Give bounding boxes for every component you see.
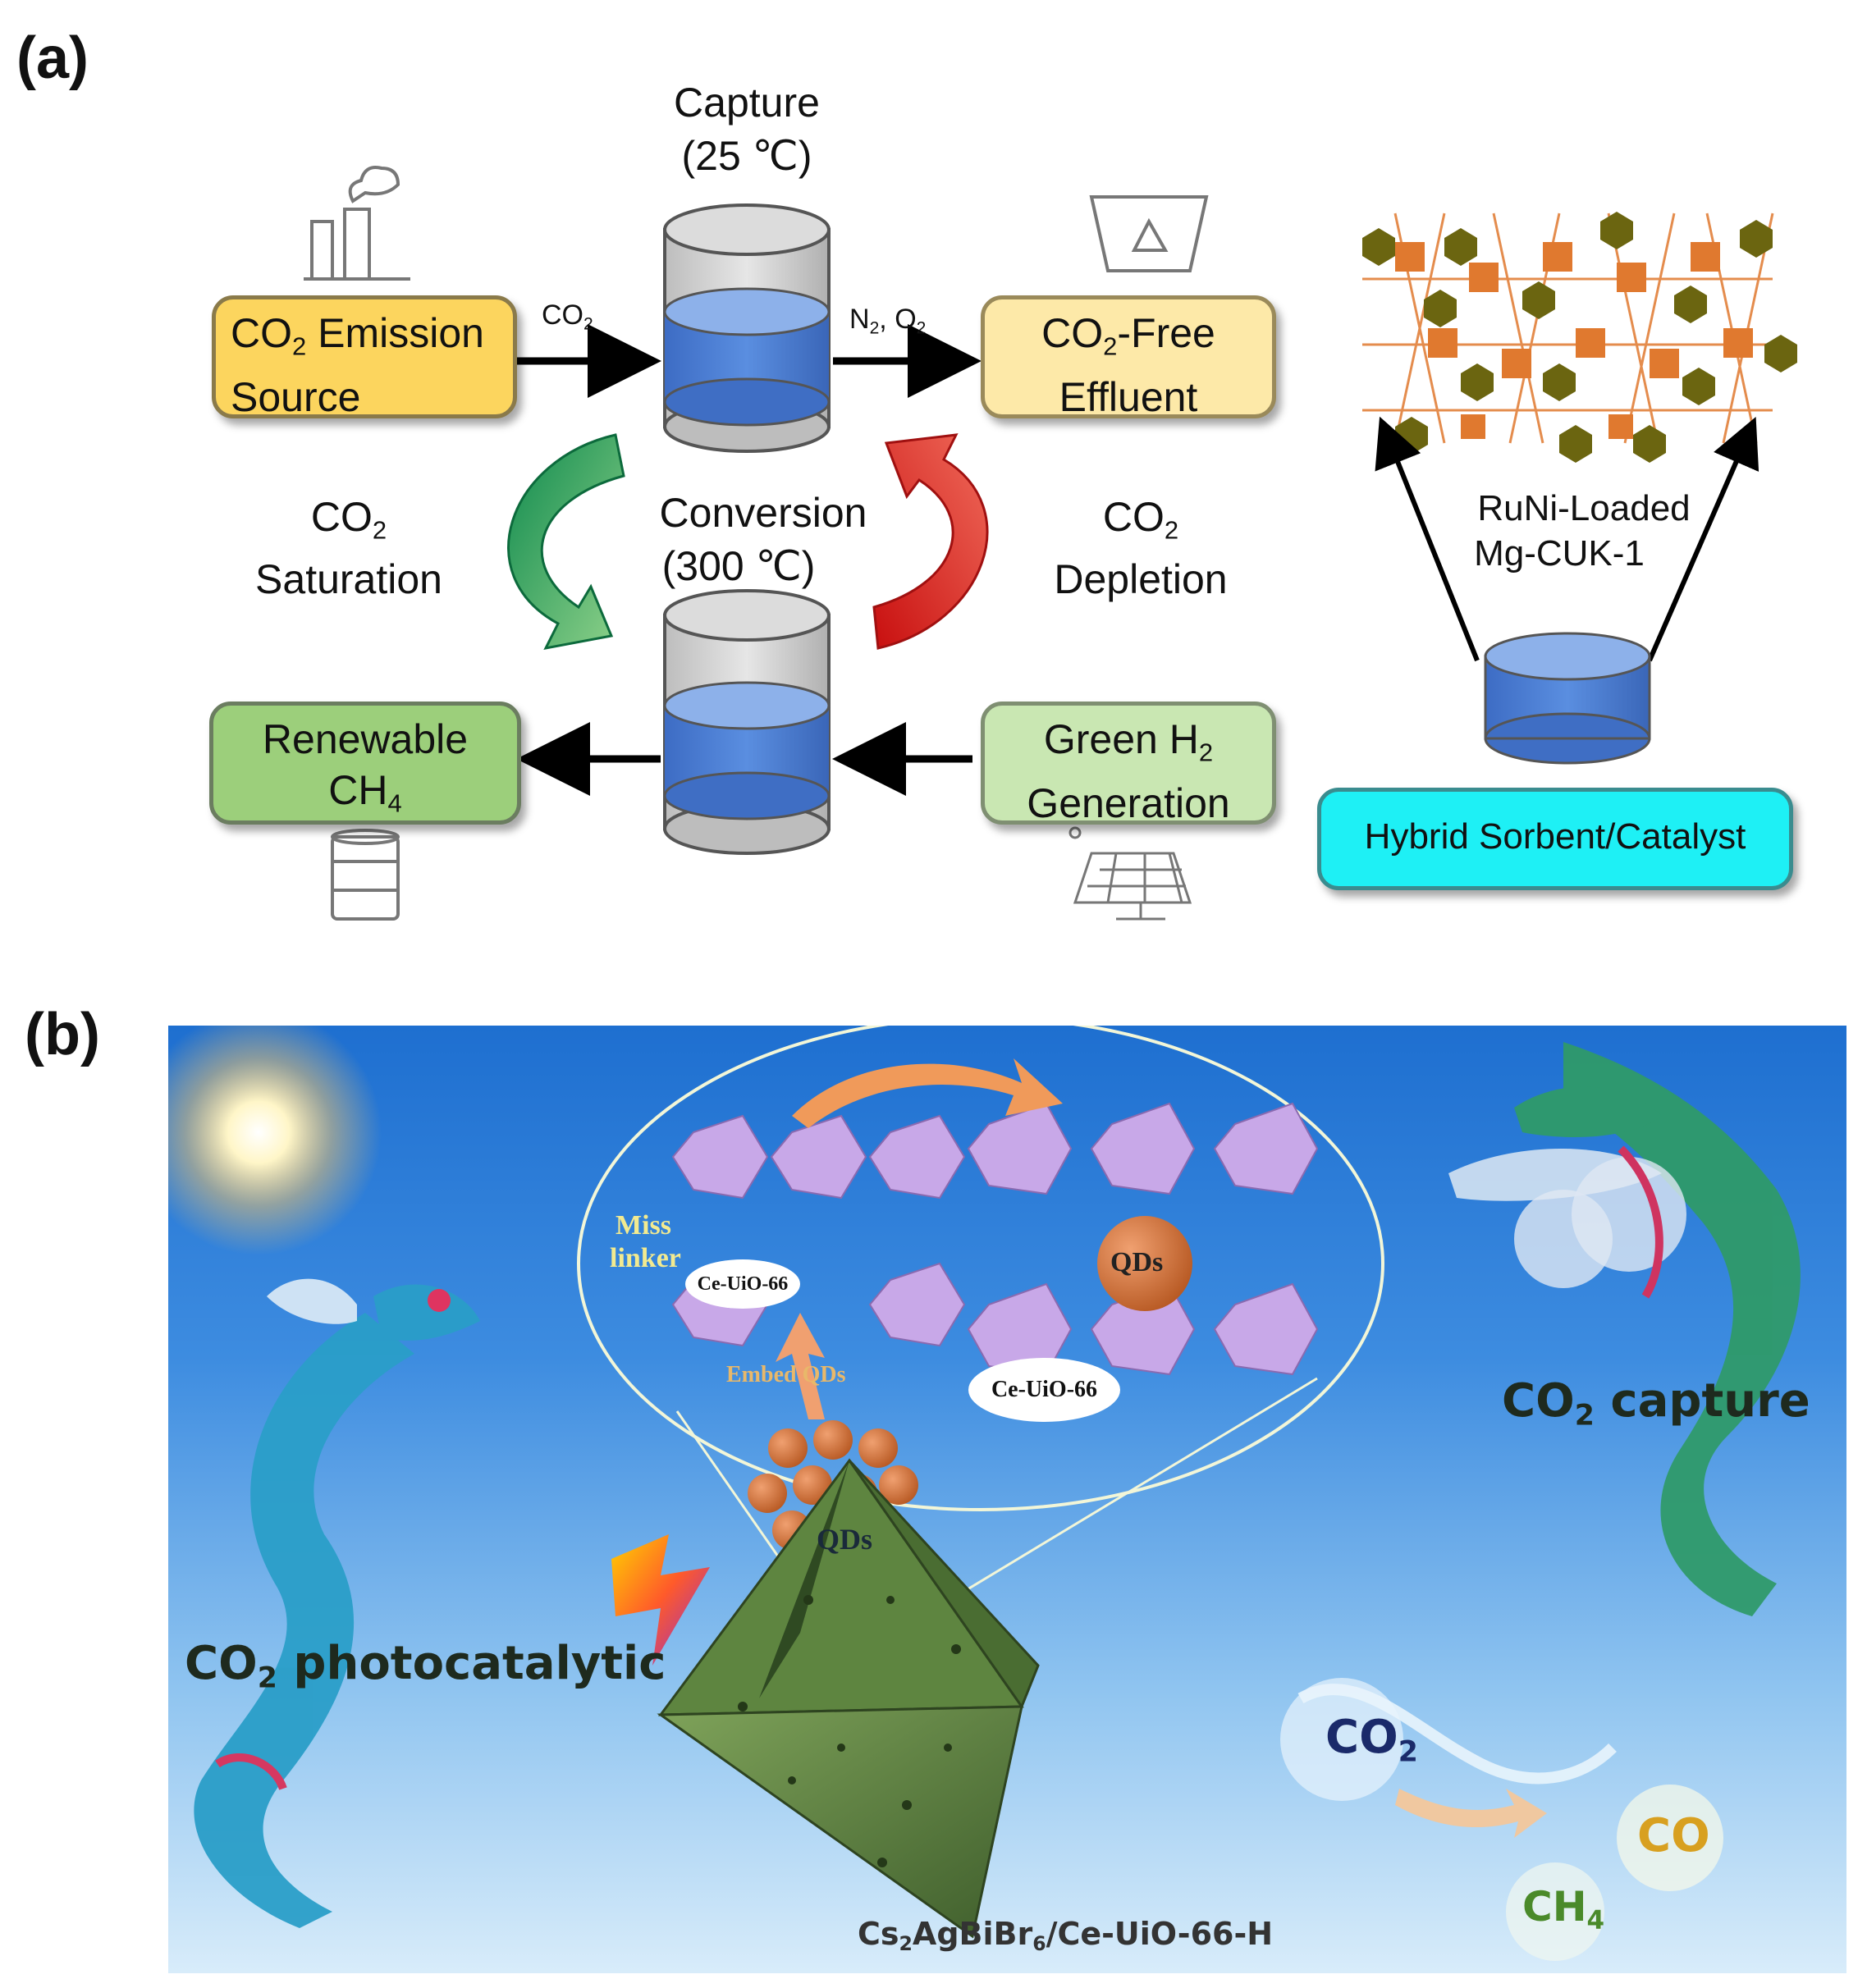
green-h2-generation-box: Green H2 Generation: [981, 702, 1276, 826]
bubble-ch4-label: CH4: [1522, 1883, 1605, 1935]
renewable-ch4-box: Renewable CH4: [209, 702, 521, 825]
solar-panel-icon: [1068, 826, 1192, 921]
conversion-cylinder: [663, 589, 831, 855]
green-dragon-illustration: [1448, 1042, 1801, 1616]
co2-capture-label: CO2 capture: [1502, 1374, 1810, 1433]
mof-zoom-arrows: [1375, 416, 1759, 662]
bubble-co-label: CO: [1637, 1809, 1710, 1862]
saturation-arrow: [507, 433, 625, 651]
capture-title: Capture: [674, 80, 820, 126]
capture-cylinder: [663, 203, 831, 453]
zoom-ellipse: [577, 1026, 1384, 1511]
ce-uio-66-right-label: Ce-UiO-66: [968, 1358, 1120, 1422]
co2-depletion-label: CO2 Depletion: [1054, 494, 1228, 603]
qds-big-label: QDs: [1110, 1247, 1164, 1277]
conversion-temp: (300 ℃): [661, 543, 816, 589]
octahedron-crystal: [657, 1458, 1040, 1939]
conversion-title: Conversion: [659, 490, 867, 536]
flow-arrows: [516, 324, 982, 796]
depletion-arrow: [872, 433, 989, 650]
lightning-bolt-icon: [611, 1534, 710, 1666]
qds-small-label: QDs: [817, 1523, 873, 1556]
emission-source-box: CO2 Emission Source: [212, 295, 517, 420]
co2-photocatalytic-label: CO2 photocatalytic: [185, 1637, 666, 1695]
factory-icon: [304, 166, 410, 281]
barrel-icon: [331, 829, 400, 921]
panel-b-label: (b): [25, 1002, 100, 1067]
product-bubbles: [1280, 1678, 1723, 1961]
sorbent-cylinder: [1484, 632, 1651, 765]
miss-linker-label-1: Miss: [615, 1210, 671, 1241]
panel-b-illustration: Miss linker Ce-UiO-66 Ce-UiO-66 Embed QD…: [168, 1026, 1846, 1973]
composite-formula-label: Cs2AgBiBr6/Ce-UiO-66-H: [858, 1916, 1274, 1956]
ce-uio-66-left-structure: [671, 1114, 966, 1347]
big-qd: [1097, 1216, 1192, 1311]
panel-a-label: (a): [16, 25, 89, 91]
co2-saturation-label: CO2 Saturation: [255, 494, 442, 603]
sun-icon: [168, 1026, 382, 1255]
embed-qd-arrow: [776, 1313, 825, 1419]
embed-arrow: [792, 1058, 1063, 1128]
embed-qds-label: Embed QDs: [726, 1362, 846, 1387]
miss-linker-label-2: linker: [610, 1243, 681, 1273]
recycle-bin-icon: [1089, 195, 1209, 272]
co2-arrow-label: CO2: [542, 299, 593, 334]
bubble-co2-label: CO2: [1325, 1711, 1418, 1769]
capture-temp: (25 ℃): [681, 133, 812, 179]
ce-uio-66-right-structure: [967, 1102, 1319, 1376]
mof-label-line2: Mg-CUK-1: [1474, 533, 1645, 574]
blue-dragon-illustration: [194, 1278, 480, 1928]
panel-a-graphics: [304, 166, 1797, 921]
n2-o2-label: N2, O2: [849, 304, 927, 338]
co2-free-effluent-box: CO2-Free Effluent: [981, 295, 1276, 420]
ce-uio-66-left-label: Ce-UiO-66: [685, 1259, 800, 1309]
hybrid-sorbent-catalyst-box: Hybrid Sorbent/Catalyst: [1317, 788, 1793, 890]
mof-label-line1: RuNi-Loaded: [1477, 488, 1691, 528]
mof-network: [1362, 212, 1797, 463]
